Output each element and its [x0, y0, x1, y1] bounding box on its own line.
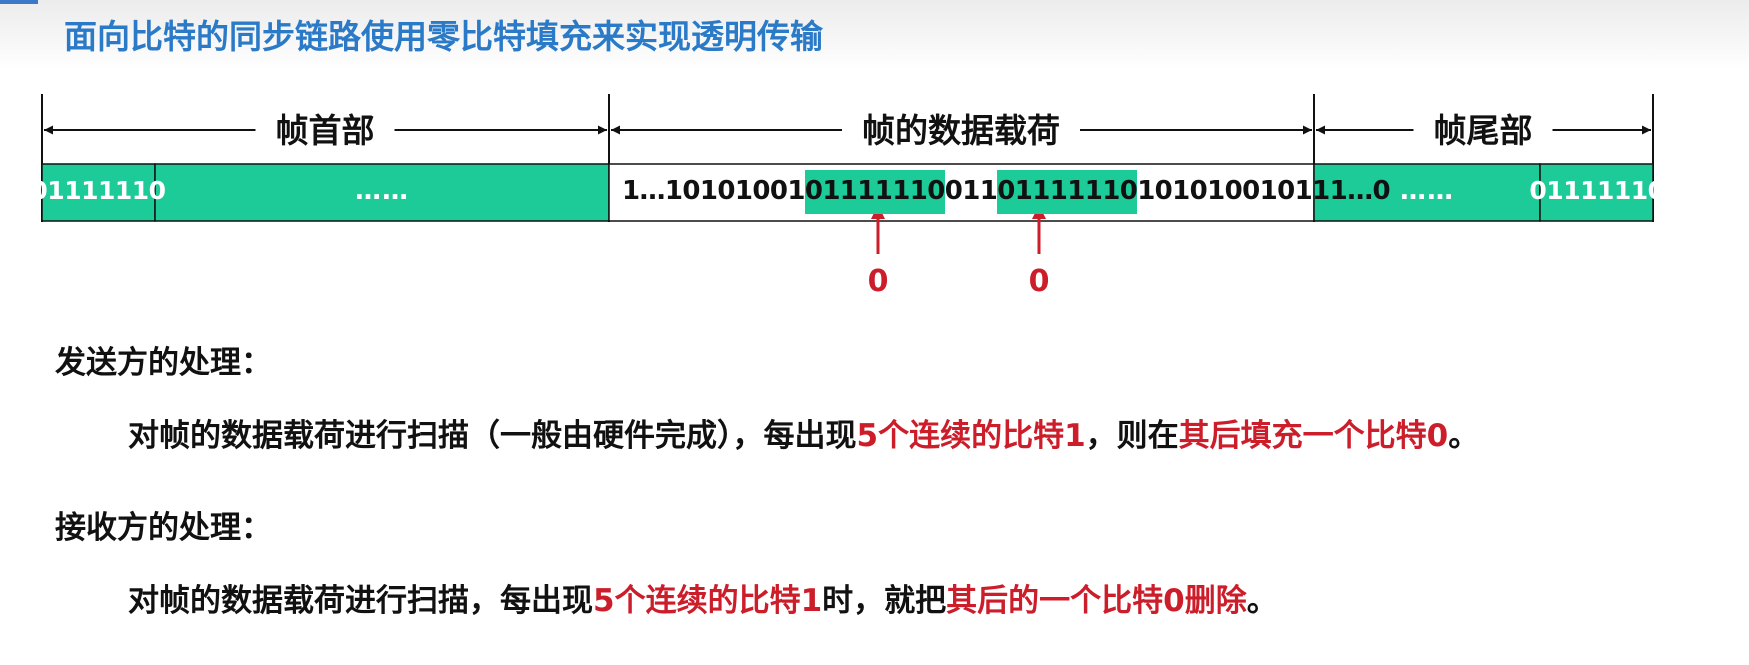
- corner-accent-bar: [0, 0, 38, 4]
- receiver-text-1: 对帧的数据载荷进行扫描，每出现: [128, 583, 593, 619]
- sender-heading: 发送方的处理：: [55, 345, 272, 381]
- header-ellipsis: ……: [355, 176, 409, 206]
- payload-label: 帧的数据载荷: [842, 108, 1080, 154]
- receiver-text-3: 。: [1246, 583, 1278, 619]
- sender-text-1: 对帧的数据载荷进行扫描（一般由硬件完成），每出现: [128, 418, 857, 454]
- receiver-description: 对帧的数据载荷进行扫描，每出现5个连续的比特1时，就把其后的一个比特0删除。: [128, 579, 1278, 623]
- flag-end-bits: 01111110: [1529, 176, 1665, 205]
- sender-emphasis-1: 5个连续的比特1: [856, 418, 1086, 454]
- top-shade: [0, 0, 1749, 70]
- payload-bits-part3: 101010010111…0: [1137, 176, 1390, 206]
- receiver-emphasis-1: 5个连续的比特1: [593, 583, 823, 619]
- highlight-1-ones: 0111111: [804, 176, 928, 206]
- payload-bits-mid: 011: [944, 176, 998, 206]
- header-body-cell: [154, 163, 610, 222]
- inserted-zero-label-2: 0: [1028, 264, 1050, 299]
- payload-highlight-2: 01111110: [997, 170, 1138, 214]
- sender-description: 对帧的数据载荷进行扫描（一般由硬件完成），每出现5个连续的比特1，则在其后填充一…: [128, 414, 1479, 458]
- trailer-label: 帧尾部: [1413, 108, 1553, 154]
- sender-emphasis-2: 其后填充一个比特0: [1178, 418, 1449, 454]
- highlight-2-ones: 0111111: [997, 176, 1120, 206]
- payload-cell: [608, 163, 1315, 222]
- slide-title: 面向比特的同步链路使用零比特填充来实现透明传输: [64, 17, 823, 56]
- payload-bits-part1: 1…10101001: [622, 176, 805, 206]
- receiver-heading: 接收方的处理：: [55, 510, 272, 546]
- receiver-text-2: 时，就把: [822, 583, 947, 619]
- receiver-emphasis-2: 其后的一个比特0删除: [946, 583, 1247, 619]
- highlight-2-stuffed-zero: 0: [1119, 176, 1138, 206]
- inserted-zero-label-1: 0: [867, 264, 889, 299]
- highlight-1-stuffed-zero: 0: [927, 176, 945, 206]
- trailer-body-cell: [1313, 163, 1541, 222]
- header-label: 帧首部: [255, 108, 395, 154]
- flag-start-bits: 01111110: [30, 176, 166, 205]
- sender-text-2: ，则在: [1085, 418, 1179, 454]
- trailer-ellipsis: ……: [1400, 176, 1454, 206]
- payload-bitstream: 1…10101001011111100110111111010101001011…: [622, 162, 1391, 220]
- flag-start-cell: [41, 163, 156, 222]
- payload-highlight-1: 01111110: [804, 170, 945, 214]
- flag-end-cell: [1539, 163, 1654, 222]
- sender-text-3: 。: [1448, 418, 1480, 454]
